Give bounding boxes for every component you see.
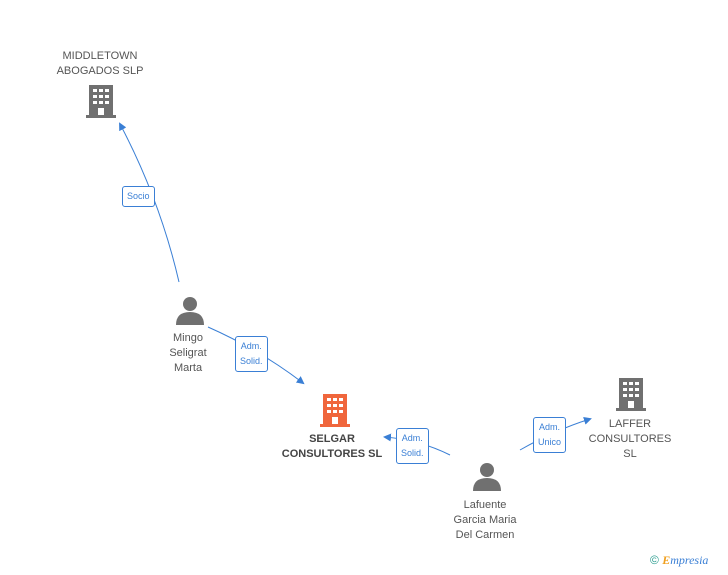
edge-label-adm-solid[interactable]: Adm. Solid. (235, 336, 268, 372)
node-label-line: Marta (173, 362, 203, 374)
brand-name: mpresia (670, 553, 709, 567)
node-label-laffer[interactable]: LAFFER CONSULTORES SL (580, 417, 680, 462)
node-label-line: CONSULTORES SL (281, 448, 383, 460)
node-label-line: LAFFER (608, 418, 652, 430)
node-label-line: Del Carmen (455, 529, 515, 541)
node-label-lafuente[interactable]: Lafuente Garcia Maria Del Carmen (435, 498, 535, 543)
person-icon[interactable] (176, 297, 204, 325)
brand-initial: E (662, 553, 671, 567)
edge-label-line: Solid. (240, 356, 263, 366)
node-label-line: CONSULTORES (588, 433, 672, 445)
edge-label-line: Adm. (240, 341, 262, 351)
edge-label-line: Socio (127, 191, 150, 201)
node-label-line: Mingo (173, 332, 203, 344)
node-label-line: SL (623, 448, 637, 460)
edge-label-socio[interactable]: Socio (122, 186, 155, 207)
node-label-line: ABOGADOS SLP (56, 65, 144, 77)
node-label-middletown[interactable]: MIDDLETOWN ABOGADOS SLP (40, 49, 160, 79)
node-label-mingo[interactable]: Mingo Seligrat Marta (148, 331, 228, 376)
edge-label-adm-unico[interactable]: Adm. Unico (533, 417, 567, 453)
edge-mingo-to-middletown (119, 122, 180, 283)
node-label-selgar[interactable]: SELGAR CONSULTORES SL (270, 432, 394, 462)
node-label-line: Garcia Maria (453, 514, 517, 526)
node-label-line: SELGAR (309, 433, 355, 445)
building-icon[interactable] (320, 394, 350, 427)
edge-label-line: Unico (538, 437, 562, 447)
copyright-symbol: © (650, 553, 659, 567)
node-label-line: Seligrat (169, 347, 207, 359)
edge-label-adm-solid[interactable]: Adm. Solid. (396, 428, 429, 464)
person-icon[interactable] (473, 463, 501, 491)
edge-label-line: Adm. (401, 433, 423, 443)
node-label-line: MIDDLETOWN (62, 50, 138, 62)
edge-label-line: Adm. (539, 422, 561, 432)
building-icon[interactable] (616, 378, 646, 411)
building-icon[interactable] (86, 85, 116, 118)
edge-label-line: Solid. (401, 448, 424, 458)
footer-brand: © Empresia (650, 553, 708, 568)
brand-logo: Empresia (662, 553, 708, 567)
node-label-line: Lafuente (463, 499, 507, 511)
